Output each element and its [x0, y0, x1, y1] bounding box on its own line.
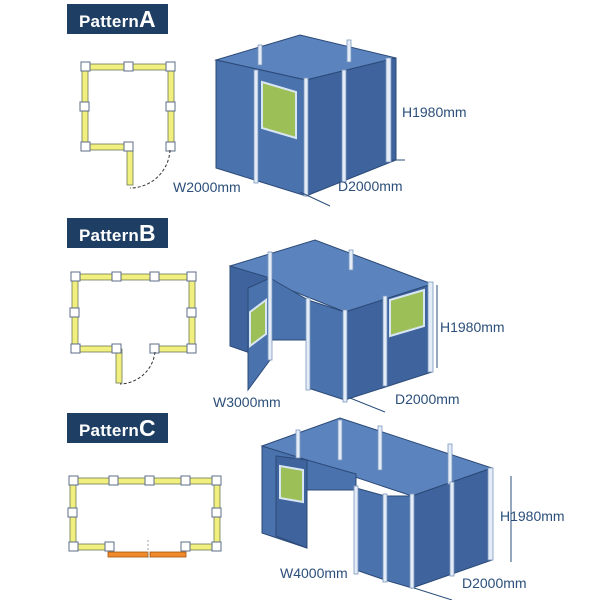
pattern-a-height: H1980mm	[402, 104, 467, 120]
pattern-b-booth	[228, 239, 438, 413]
pattern-c-letter: C	[138, 415, 156, 441]
pattern-c-plan	[67, 475, 222, 560]
pattern-a-badge: PatternA	[67, 4, 168, 34]
pattern-b-width: W3000mm	[213, 394, 281, 410]
pattern-c-badge: PatternC	[67, 413, 168, 443]
pattern-c-booth	[260, 417, 512, 600]
pattern-b-depth: D2000mm	[395, 391, 460, 407]
pattern-b-prefix: Pattern	[79, 226, 139, 245]
pattern-c-width: W4000mm	[280, 565, 348, 581]
pattern-b-plan	[69, 271, 197, 385]
pattern-a-prefix: Pattern	[79, 12, 139, 31]
pattern-c-prefix: Pattern	[79, 421, 139, 440]
pattern-c-depth: D2000mm	[462, 575, 527, 591]
pattern-a-width: W2000mm	[173, 179, 241, 195]
pattern-c-height: H1980mm	[500, 508, 565, 524]
pattern-a-booth	[214, 34, 405, 207]
pattern-a-letter: A	[138, 6, 156, 32]
pattern-b-height: H1980mm	[440, 319, 505, 335]
pattern-a-plan	[79, 61, 176, 189]
pattern-b-letter: B	[138, 220, 156, 246]
pattern-a-depth: D2000mm	[338, 178, 403, 194]
pattern-b-badge: PatternB	[67, 218, 168, 248]
